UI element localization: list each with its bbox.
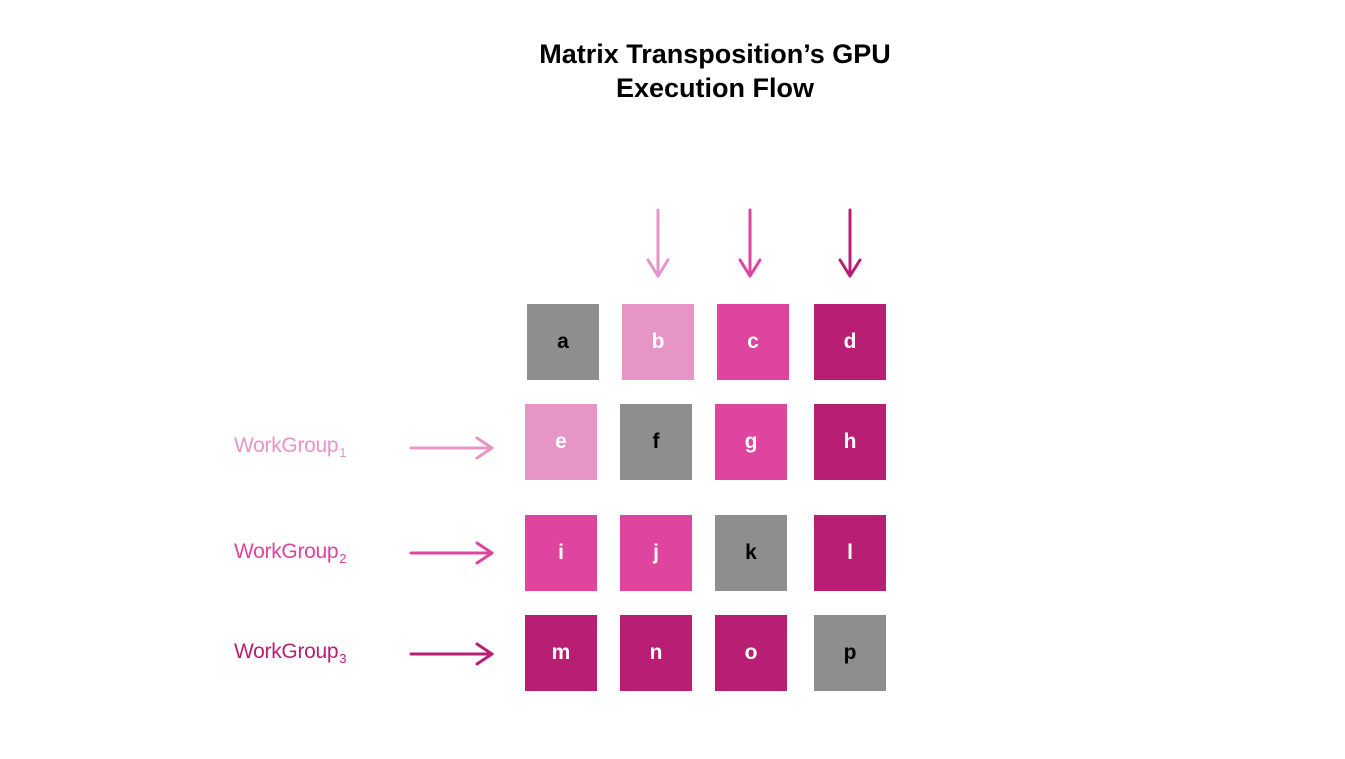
- matrix-cell-j: j: [620, 515, 692, 591]
- workgroup-label-3-text: WorkGroup: [234, 640, 339, 663]
- column-arrow-1: [646, 208, 670, 278]
- matrix-cell-c: c: [717, 304, 789, 380]
- matrix-cell-a: a: [527, 304, 599, 380]
- matrix-cell-o: o: [715, 615, 787, 691]
- matrix-cell-p: p: [814, 615, 886, 691]
- workgroup-label-1-subscript: 1: [339, 445, 347, 460]
- workgroup-label-3: WorkGroup3: [234, 640, 347, 666]
- matrix-cell-m: m: [525, 615, 597, 691]
- diagram-title-line-2: Execution Flow: [615, 73, 815, 103]
- matrix-cell-g: g: [715, 404, 787, 480]
- matrix-cell-b: b: [622, 304, 694, 380]
- diagram-title-line-1: Matrix Transposition’s GPU: [539, 39, 891, 69]
- workgroup-label-2-text: WorkGroup: [234, 540, 339, 563]
- workgroup-arrow-1: [409, 436, 494, 460]
- workgroup-arrow-2: [409, 541, 494, 565]
- column-arrow-3: [838, 208, 862, 278]
- matrix-cell-e: e: [525, 404, 597, 480]
- workgroup-label-3-subscript: 3: [339, 651, 347, 666]
- matrix-cell-i: i: [525, 515, 597, 591]
- workgroup-label-1: WorkGroup1: [234, 434, 347, 460]
- workgroup-arrow-3: [409, 642, 494, 666]
- matrix-cell-d: d: [814, 304, 886, 380]
- column-arrow-2: [738, 208, 762, 278]
- matrix-cell-l: l: [814, 515, 886, 591]
- workgroup-label-2: WorkGroup2: [234, 540, 347, 566]
- matrix-cell-k: k: [715, 515, 787, 591]
- workgroup-label-1-text: WorkGroup: [234, 434, 339, 457]
- matrix-cell-h: h: [814, 404, 886, 480]
- workgroup-label-2-subscript: 2: [339, 551, 347, 566]
- matrix-cell-f: f: [620, 404, 692, 480]
- matrix-cell-n: n: [620, 615, 692, 691]
